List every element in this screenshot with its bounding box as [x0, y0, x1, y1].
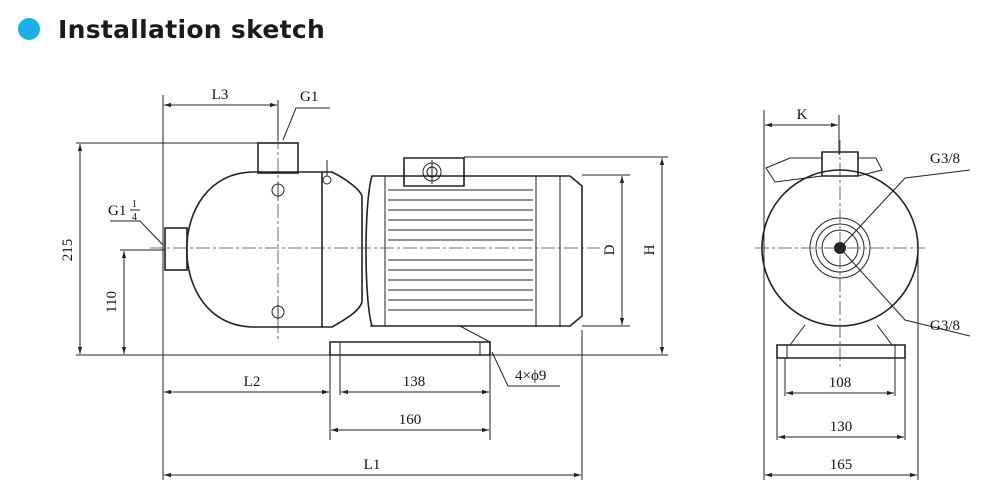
end-base: [776, 344, 906, 359]
side-view: L3 G1 G1 1 4 215 110 D H L2 138 4×ϕ9 160…: [60, 87, 668, 480]
dim-H: H: [642, 244, 658, 255]
dim-160: 160: [399, 412, 422, 428]
dim-165: 165: [830, 457, 853, 473]
terminal-box: [403, 157, 465, 187]
dim-L1: L1: [364, 457, 381, 473]
label-G3-8-bottom: G3/8: [930, 318, 960, 334]
motor-body: [365, 175, 583, 327]
dim-108: 108: [829, 375, 852, 391]
base-plate: [329, 341, 491, 356]
section-header: Installation sketch: [18, 12, 325, 46]
dim-L3: L3: [212, 87, 229, 103]
label-G1: G1: [300, 89, 318, 105]
bullet-dot-icon: [18, 18, 40, 40]
coupling-bracket: [322, 171, 363, 328]
dim-138: 138: [403, 374, 426, 390]
fraction-denominator: 4: [132, 212, 137, 223]
dim-215: 215: [60, 239, 76, 262]
label-G3-8-top: G3/8: [930, 151, 960, 167]
end-view: G3/8 G3/8 K 108 130 165: [755, 107, 971, 480]
label-G1-quarter: G1: [108, 203, 126, 219]
dim-L2: L2: [244, 374, 261, 390]
suction-port: [164, 227, 188, 271]
dim-110: 110: [104, 291, 120, 313]
dim-130: 130: [830, 419, 853, 435]
section-title: Installation sketch: [58, 14, 326, 44]
label-bolt-holes: 4×ϕ9: [515, 368, 546, 384]
pump-casing: [186, 171, 323, 328]
dim-D: D: [602, 244, 618, 255]
motor-fins: [388, 189, 533, 311]
dim-K: K: [797, 107, 808, 123]
fraction-numerator: 1: [132, 199, 137, 210]
